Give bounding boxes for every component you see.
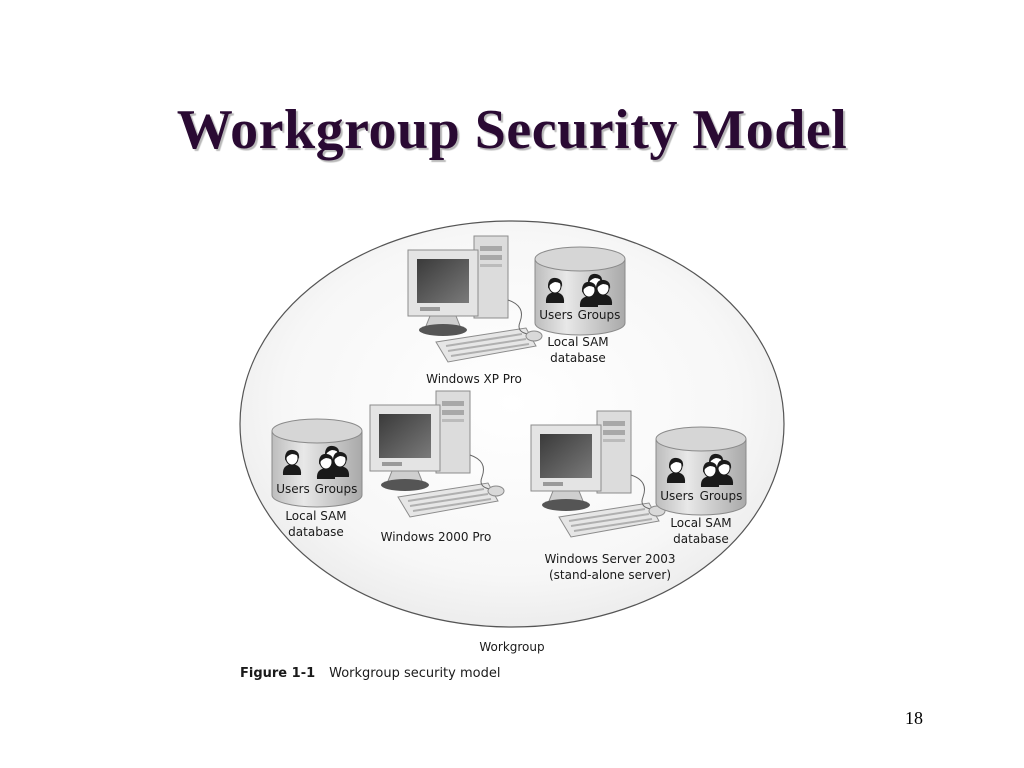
xp-sam-label-1: Local SAM [547, 335, 608, 349]
server-computer-name-2: (stand-alone server) [549, 568, 671, 582]
figure-number: Figure 1-1 [240, 666, 316, 681]
slide-title: Workgroup Security Model [176, 99, 848, 161]
xp-computer-name: Windows XP Pro [426, 372, 522, 386]
xp-groups-label: Groups [578, 308, 621, 322]
server-sam-label-1: Local SAM [670, 516, 731, 530]
workgroup-label: Workgroup [479, 640, 544, 654]
w2k-computer-name: Windows 2000 Pro [381, 530, 492, 544]
xp-sam-label-2: database [550, 351, 606, 365]
server-groups-label: Groups [700, 489, 743, 503]
w2k-users-label: Users [276, 482, 310, 496]
server-computer-name-1: Windows Server 2003 [544, 552, 675, 566]
xp-users-label: Users [539, 308, 573, 322]
workgroup-boundary [239, 220, 785, 628]
server-users-label: Users [660, 489, 694, 503]
w2k-sam-label-2: database [288, 525, 344, 539]
w2k-groups-label: Groups [315, 482, 358, 496]
server-sam-label-2: database [673, 532, 729, 546]
page-number: 18 [905, 708, 923, 728]
figure-caption: Figure 1-1 Workgroup security model [240, 666, 500, 681]
w2k-sam-label-1: Local SAM [285, 509, 346, 523]
figure-caption-text: Workgroup security model [329, 666, 501, 681]
